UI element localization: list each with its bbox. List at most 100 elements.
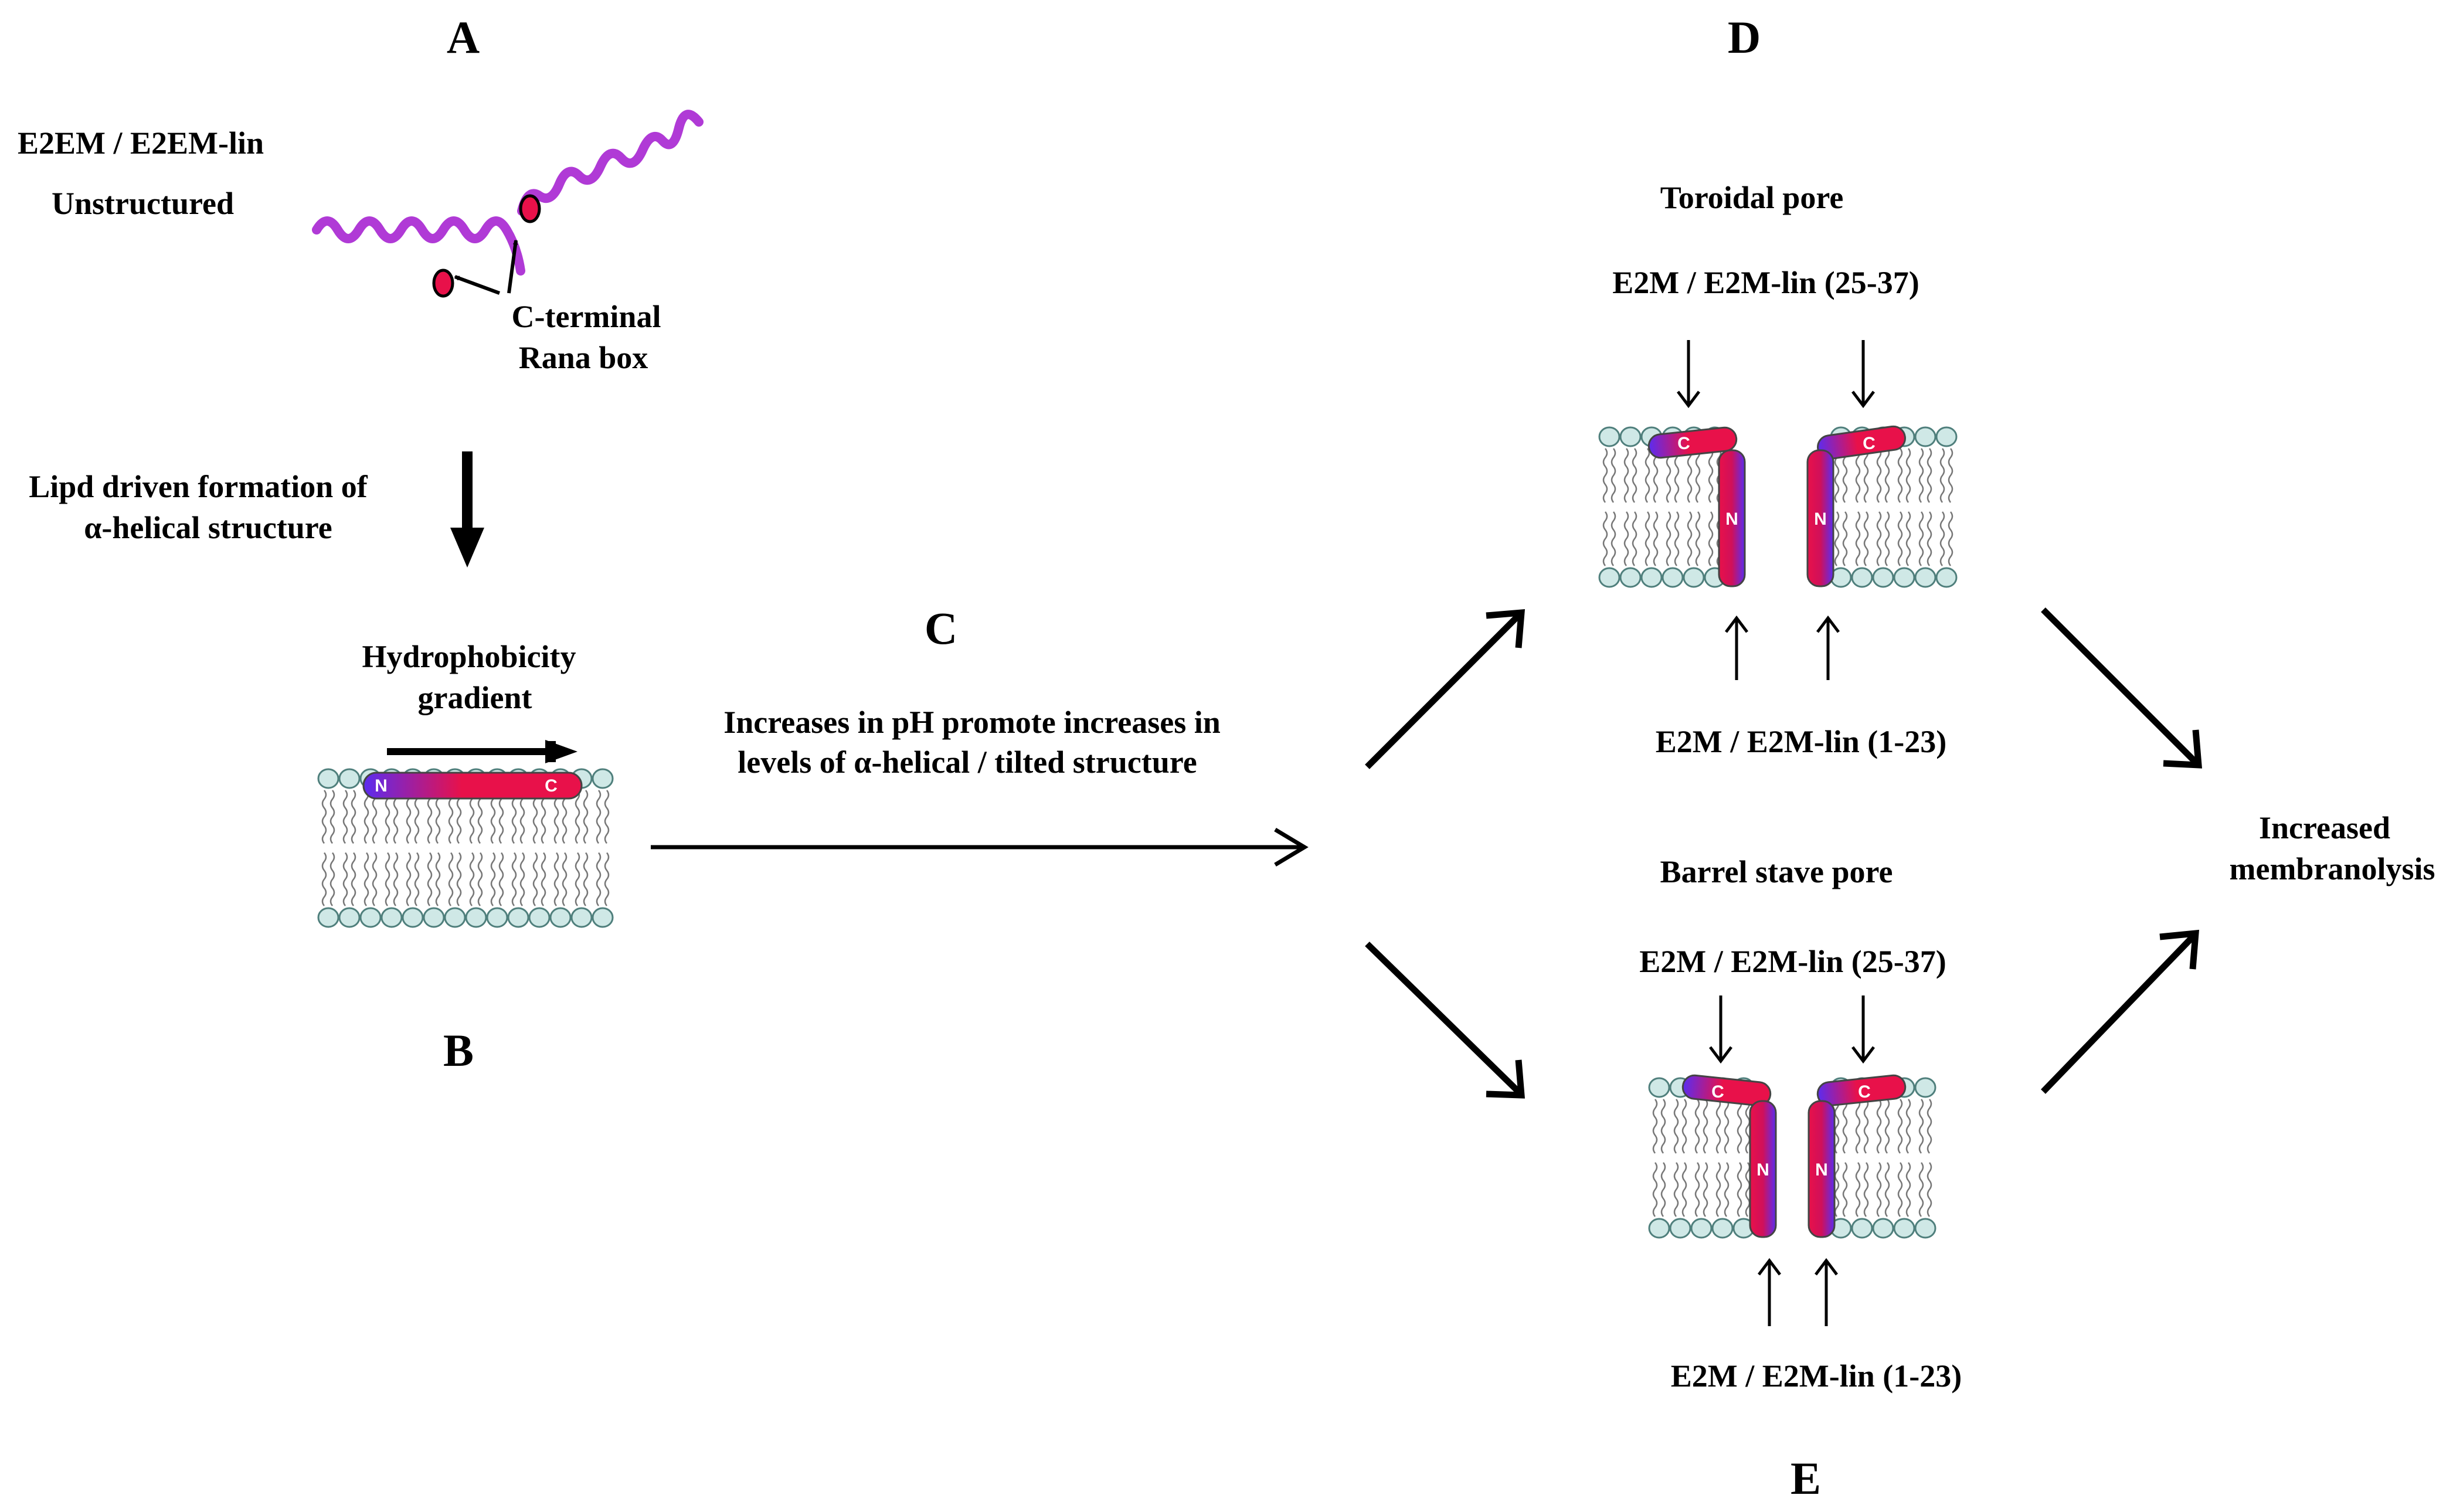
lipid-e-right-lower-head [1872,1218,1894,1239]
lipid-d-right-lower-head [1914,567,1936,588]
rana-box-left [432,269,454,298]
lipid-b-lower-head [444,907,466,928]
peptide-coil-left [312,216,525,276]
lipid-d-left-lower-head [1598,567,1620,588]
lipid-b-lower-head [592,907,614,928]
c-text-line1: Increases in pH promote increases in [723,705,1221,740]
unstructured-label: Unstructured [52,186,234,221]
toroidal-top-label: E2M / E2M-lin (25-37) [1612,265,1919,300]
barrel-helix-n-left: N [1756,1160,1769,1180]
barrel-title: Barrel stave pore [1660,854,1893,889]
lipid-b-lower-head [465,907,487,928]
rana-pointer-left [455,275,501,295]
c-text-line2: levels of α-helical / tilted structure [738,745,1197,780]
toroidal-title: Toroidal pore [1660,180,1844,215]
panel-a: A E2EM / E2EM-lin Unstructured C-termina… [18,12,704,568]
outcome-line2: membranolysis [2230,851,2435,886]
toroidal-helix-n-right: N [1814,509,1827,529]
panel-c: C Increases in pH promote increases in l… [651,603,1309,867]
gradient-line2: gradient [418,680,532,715]
lipid-d-right-lower-head [1893,567,1915,588]
down-arrow-head [450,528,484,568]
lipid-b-upper-head [592,768,614,789]
lipid-b-lower-head [507,907,529,928]
toroidal-helix-c-right: C [1863,434,1876,453]
barrel-helices: C N C N [1681,1074,1907,1238]
helix-b-n: N [375,776,388,796]
lipid-d-right-upper-head [1914,426,1936,447]
barrel-helix-c-left: C [1711,1082,1724,1102]
lipid-b-lower-head [359,907,382,928]
arrow-toroidal-to-outcome [2041,607,2198,765]
gradient-line1: Hydrophobicity [362,639,576,674]
peptide-coil-right [517,110,704,216]
gradient-arrow-shaft [387,748,551,755]
panel-a-letter: A [447,12,480,63]
outcome: Increased membranolysis [2230,810,2435,886]
barrel-top-label: E2M / E2M-lin (25-37) [1639,944,1946,979]
lipid-b-lower-head [338,907,361,928]
lipid-b-upper-head [317,768,339,789]
lipid-e-left-lower-head [1711,1218,1734,1239]
membrane-b [317,768,614,928]
lipid-e-left-upper-head [1648,1077,1670,1098]
toroidal-helices: C N C N [1647,425,1906,587]
peptide-label: E2EM / E2EM-lin [18,125,264,161]
membrane-e [1648,1077,1936,1239]
lipid-e-right-lower-head [1914,1218,1936,1239]
lipid-d-right-upper-head [1935,426,1958,447]
helix-b-c: C [545,776,558,796]
lipid-d-right-lower-head [1851,567,1873,588]
panel-d-letter: D [1728,12,1761,63]
toroidal-helix-c-left: C [1677,434,1690,453]
lipid-e-right-upper-head [1914,1077,1936,1098]
lipid-b-lower-head [423,907,445,928]
arrow-to-toroidal [1365,613,1521,769]
arrow-barrel-to-outcome [2041,935,2195,1094]
rana-pointer-right [507,240,516,294]
panel-c-letter: C [925,603,957,654]
lipid-d-left-lower-head [1640,567,1663,588]
panel-b-letter: B [443,1025,474,1076]
rana-label-line1: C-terminal [512,299,661,334]
lipid-d-left-upper-head [1619,426,1642,447]
toroidal-bottom-label: E2M / E2M-lin (1-23) [1656,724,1946,759]
panel-e: Barrel stave pore E2M / E2M-lin (25-37) … [1639,854,1962,1504]
transition-line2: α-helical structure [84,510,332,545]
c-main-arrow-head [1274,827,1309,867]
panel-e-letter: E [1791,1453,1821,1504]
lipid-e-left-lower-head [1648,1218,1670,1239]
lipid-b-upper-head [338,768,361,789]
arrow-to-barrel [1365,942,1521,1094]
lipid-b-lower-head [486,907,508,928]
helix-b: N C [362,772,583,800]
lipid-e-left-lower-head [1690,1218,1713,1239]
lipid-d-left-lower-head [1662,567,1684,588]
barrel-helix-n-right: N [1815,1160,1828,1180]
lipid-b-lower-head [528,907,551,928]
lipid-b-lower-head [570,907,593,928]
panel-b: Hydrophobicity gradient N C B [317,639,614,1076]
lipid-d-left-upper-head [1598,426,1620,447]
lipid-e-right-lower-head [1893,1218,1915,1239]
outcome-line1: Increased [2259,810,2390,845]
lipid-b-lower-head [380,907,403,928]
transition-line1: Lipd driven formation of [29,469,368,504]
lipid-b-lower-head [549,907,572,928]
branch-arrows [1365,607,2203,1099]
surface-helix [362,772,583,800]
lipid-d-right-lower-head [1935,567,1958,588]
toroidal-helix-n-left: N [1725,509,1738,529]
rana-box-right [519,194,541,223]
barrel-helix-c-right: C [1858,1082,1871,1102]
lipid-d-right-lower-head [1872,567,1894,588]
lipid-b-lower-head [317,907,339,928]
panel-d: D Toroidal pore E2M / E2M-lin (25-37) C … [1598,12,1958,759]
lipid-e-right-lower-head [1851,1218,1873,1239]
rana-label-line2: Rana box [519,340,648,375]
down-arrow-shaft [462,451,473,531]
lipid-e-left-lower-head [1669,1218,1691,1239]
lipid-d-left-lower-head [1683,567,1705,588]
